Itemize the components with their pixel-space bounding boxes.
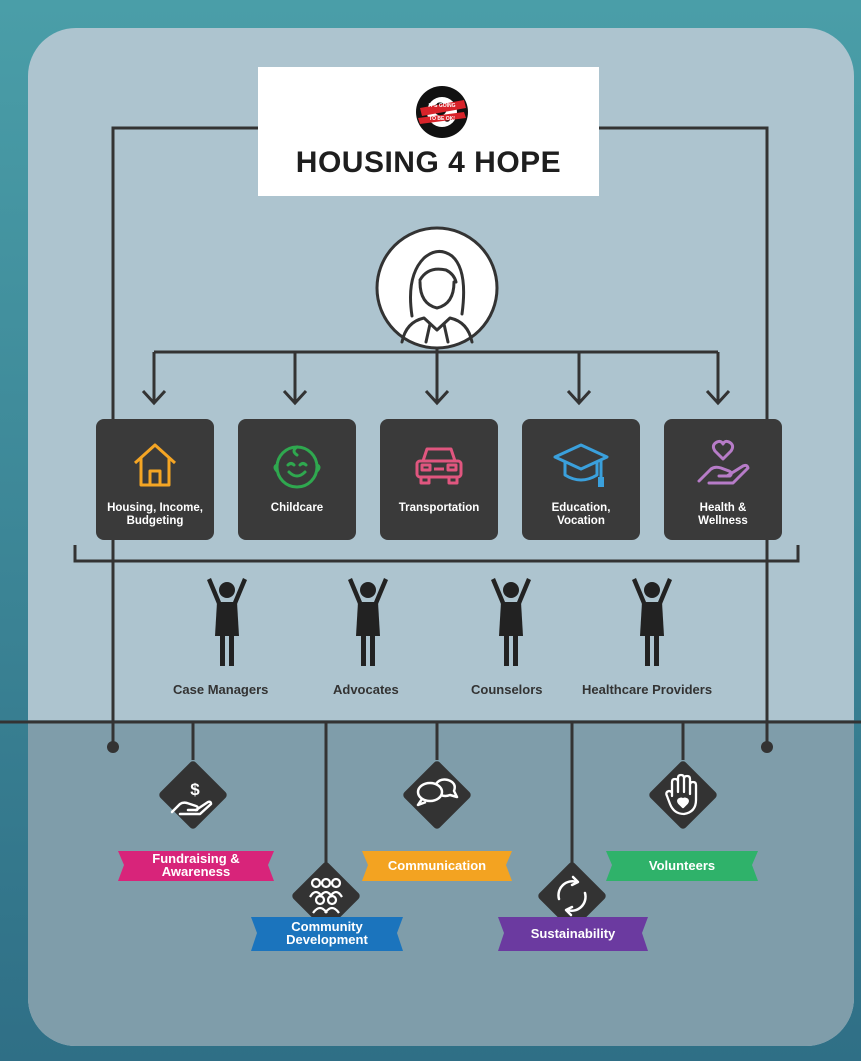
- service-education-vocation: Education,Vocation: [522, 419, 640, 540]
- support-label-line1: Communication: [387, 857, 487, 873]
- service-label-line2: Vocation: [557, 515, 605, 527]
- support-label-line1: Volunteers: [648, 857, 716, 873]
- volunteers-diamond: [649, 761, 717, 829]
- fundraising-banner: [118, 851, 274, 881]
- fundraising-banner-label: Fundraising &Awareness: [112, 847, 280, 883]
- sustainability-diamond: [538, 862, 606, 930]
- dollar-hand-icon: [170, 800, 213, 816]
- role-label: Healthcare Providers: [582, 682, 713, 697]
- service-transportation: Transportation: [380, 419, 498, 540]
- globe-logo-icon: IT'S GOING TO BE OK!: [416, 86, 468, 138]
- fundraising-diamond: $: [159, 761, 227, 829]
- person-cheering-icon: [491, 578, 531, 666]
- sustainability-banner-label: Sustainability: [492, 913, 654, 953]
- communication-banner: [362, 851, 512, 881]
- community-diamond: [292, 862, 360, 930]
- group-icon: [309, 877, 343, 914]
- communication-banner-label: Communication: [356, 847, 518, 883]
- support-label-line1: Fundraising &: [152, 851, 240, 866]
- person-cheering-icon: [348, 578, 388, 666]
- service-label-line1: Housing, Income,: [107, 502, 203, 514]
- role-label: Case Managers: [173, 682, 269, 697]
- communication-diamond: [403, 761, 471, 829]
- graduation-cap-icon: [553, 443, 609, 487]
- community-banner: [251, 917, 403, 951]
- service-childcare: Childcare: [238, 419, 356, 540]
- service-label-line1: Education,: [551, 502, 611, 514]
- person-cheering-icon: [207, 578, 247, 666]
- role-label: Advocates: [333, 682, 399, 697]
- raised-hand-heart-icon: [665, 773, 698, 816]
- service-health-wellness: Health &Wellness: [664, 419, 782, 540]
- sustainability-banner: [498, 917, 648, 951]
- car-icon: [415, 447, 463, 485]
- heart-hand-icon: [697, 439, 750, 485]
- role-label: Counselors: [471, 682, 543, 697]
- person-cheering-icon: [632, 578, 672, 666]
- recycle-arrows-icon: [557, 875, 587, 917]
- baby-face-icon: [273, 445, 321, 489]
- support-label-line1: Sustainability: [530, 925, 616, 941]
- service-label-line2: Wellness: [698, 515, 748, 527]
- support-label-line2: Development: [286, 932, 368, 947]
- support-label-line1: Community: [291, 919, 363, 934]
- svg-text:$: $: [190, 780, 200, 799]
- logo-text-top: IT'S GOING: [428, 103, 455, 109]
- service-label-line1: Transportation: [398, 502, 480, 514]
- support-label-line2: Awareness: [161, 864, 231, 879]
- volunteers-banner-label: Volunteers: [600, 847, 764, 883]
- logo-text-bottom: TO BE OK!: [429, 116, 455, 122]
- service-label-line1: Childcare: [270, 502, 324, 514]
- service-label-line2: Budgeting: [126, 515, 184, 527]
- service-label-line1: Health &: [699, 502, 747, 514]
- service-housing-income-budgeting: Housing, Income,Budgeting: [96, 419, 214, 540]
- speech-bubbles-icon: [416, 778, 459, 807]
- page-title: HOUSING 4 HOPE: [295, 146, 562, 179]
- house-icon: [133, 443, 177, 487]
- woman-client-icon: [375, 226, 499, 350]
- volunteers-banner: [606, 851, 758, 881]
